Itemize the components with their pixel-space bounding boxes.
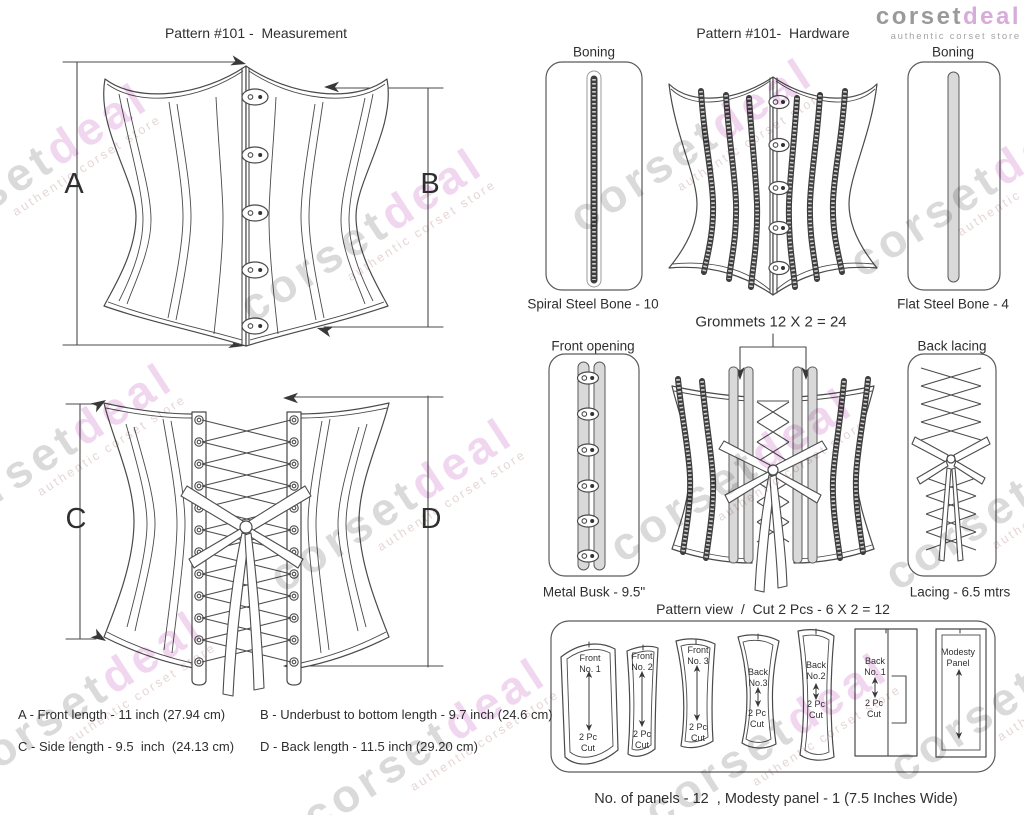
busk-hooks	[768, 94, 790, 276]
front-opening-box	[548, 353, 640, 577]
back-lacing-box	[907, 353, 997, 577]
spiral-bone-caption: Spiral Steel Bone - 10	[527, 296, 659, 312]
label-a: A	[64, 168, 84, 200]
label-d: D	[421, 503, 442, 535]
brand-logo: corsetdeal authentic corset store	[876, 5, 1021, 43]
grommets-right	[289, 415, 299, 667]
piece-cut: 2 Pc Cut	[864, 697, 884, 719]
pattern-piece-back-2	[797, 628, 835, 761]
hardware-title: Pattern #101- Hardware	[696, 25, 850, 41]
lacing-bow	[911, 436, 991, 562]
flat-bone-bars	[728, 366, 818, 564]
piece-name: Front No. 2	[631, 650, 653, 672]
note-front-length: A - Front length - 11 inch (27.94 cm)	[18, 707, 226, 722]
piece-name: Front No. 3	[687, 644, 709, 666]
logo-tagline: authentic corset store	[890, 31, 1021, 42]
piece-name: Modesty Panel	[940, 646, 976, 668]
flat-bone-caption: Flat Steel Bone - 4	[897, 296, 1009, 312]
lacing-bow	[180, 485, 312, 697]
pattern-piece-back-3	[737, 633, 780, 749]
lacing-bow	[718, 440, 828, 593]
back-laces	[201, 419, 292, 663]
piece-cut: 2 Pc Cut	[632, 728, 652, 750]
back-view-drawing: C D	[65, 392, 444, 697]
front-corset	[103, 65, 389, 347]
piece-cut: 2 Pc Cut	[688, 721, 708, 743]
lacing-caption: Lacing - 6.5 mtrs	[909, 584, 1011, 600]
busk-hooks	[576, 371, 600, 563]
pattern-view-box	[550, 620, 996, 773]
back-corset	[103, 402, 390, 697]
boning-right-label: Boning	[931, 44, 975, 60]
logo-text-deal: deal	[962, 3, 1021, 30]
piece-name: Back No.3	[747, 666, 769, 688]
piece-name: Back No. 1	[864, 655, 886, 677]
spiral-bone-box	[545, 61, 643, 291]
pattern-piece-modesty	[935, 628, 987, 758]
label-c: C	[66, 503, 87, 535]
metal-busk-caption: Metal Busk - 9.5"	[542, 584, 646, 600]
lacing-lower	[925, 477, 977, 551]
front-view-drawing: A B	[62, 55, 444, 348]
spiral-bones-back	[675, 376, 871, 561]
label-b: B	[420, 168, 439, 200]
pattern-piece-front-1	[560, 641, 619, 765]
piece-name: Back No.2	[805, 659, 827, 681]
pattern-piece-front-2	[626, 644, 659, 757]
logo-wordmark: corsetdeal	[876, 5, 1021, 29]
pattern-view-title: Pattern view / Cut 2 Pcs - 6 X 2 = 12	[656, 601, 890, 617]
hardware-back-drawing	[671, 333, 875, 593]
spiral-bones-front	[698, 88, 848, 290]
busk-hooks	[241, 88, 269, 335]
lacing-upper	[920, 367, 982, 441]
note-side-length: C - Side length - 9.5 inch (24.13 cm)	[18, 739, 235, 754]
note-underbust-length: B - Underbust to bottom length - 9.7 inc…	[260, 707, 553, 722]
flat-bone-box	[907, 61, 1001, 291]
piece-cut: 2 Pc Cut	[578, 731, 598, 753]
pattern-piece-front-3	[675, 638, 716, 749]
pattern-view-footer: No. of panels - 12 , Modesty panel - 1 (…	[594, 791, 958, 807]
grommets-caption: Grommets 12 X 2 = 24	[695, 313, 847, 331]
pattern-piece-back-1	[854, 628, 918, 757]
front-opening-label: Front opening	[551, 338, 635, 354]
measurement-lines-ab	[62, 55, 444, 348]
note-back-length: D - Back length - 11.5 inch (29.20 cm)	[260, 739, 478, 754]
back-lacing-label: Back lacing	[917, 338, 987, 354]
logo-text-corset: corset	[875, 3, 963, 30]
boning-left-label: Boning	[572, 44, 616, 60]
measurement-lines-cd	[65, 392, 444, 672]
measurement-title: Pattern #101 - Measurement	[164, 25, 348, 41]
hardware-front-drawing	[668, 76, 878, 296]
piece-cut: 2 Pc Cut	[806, 698, 826, 720]
piece-cut: 2 Pc Cut	[747, 707, 767, 729]
piece-name: Front No. 1	[579, 652, 601, 674]
